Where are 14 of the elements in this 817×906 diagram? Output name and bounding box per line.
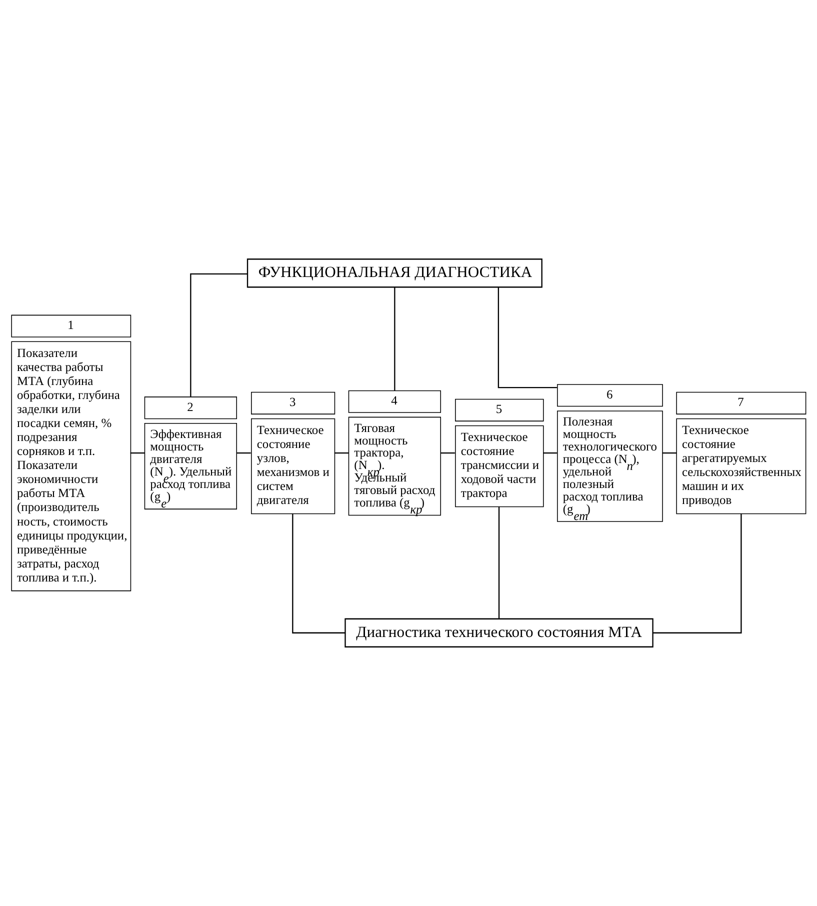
connector [190,273,248,397]
connector [440,452,455,454]
connector [498,506,500,619]
connector [236,452,251,454]
connector [292,514,345,634]
node-box: ФУНКЦИОНАЛЬНАЯ ДИАГНОСТИКА [246,258,542,288]
connector [394,287,396,391]
connector [662,452,676,454]
connector [130,452,145,454]
connector [334,452,348,454]
connector [653,514,742,634]
connector [498,287,557,388]
node-box: Диагностика технического состояния МТА [344,618,654,648]
connector [543,452,557,454]
